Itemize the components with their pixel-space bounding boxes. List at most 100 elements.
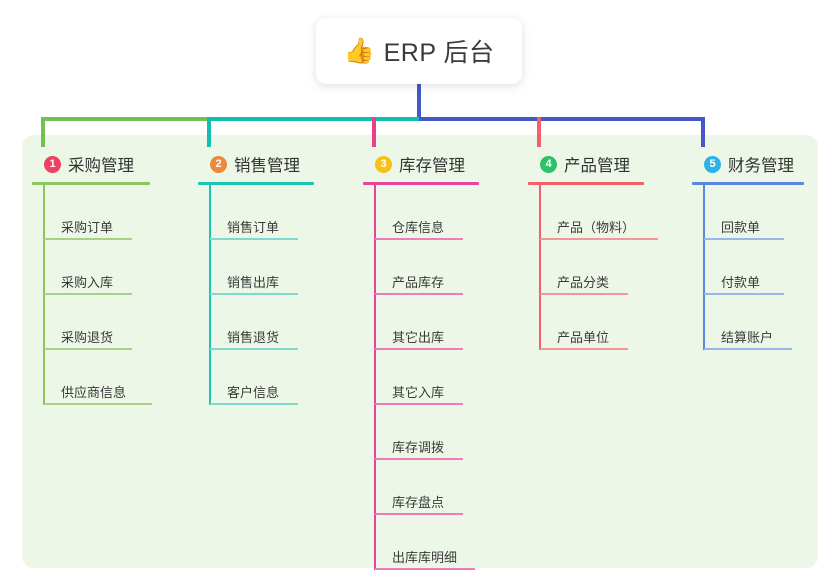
leaf-item[interactable]: 其它出库: [375, 295, 518, 350]
leaf-rule: [540, 293, 628, 295]
leaf-item[interactable]: 采购订单: [44, 185, 182, 240]
leaf-rule: [210, 238, 298, 240]
column-title-2: 销售管理: [234, 157, 300, 175]
leaf-rule: [375, 348, 463, 350]
column-5: 5 财务管理回款单付款单结算账户: [692, 146, 822, 350]
leaf-rule: [375, 238, 463, 240]
diagram-panel: [22, 135, 818, 568]
leaf-label: 结算账户: [721, 330, 774, 345]
leaf-item[interactable]: 采购退货: [44, 295, 182, 350]
leaf-label: 销售订单: [227, 220, 280, 235]
leaf-rule: [540, 348, 628, 350]
leaf-item[interactable]: 产品单位: [540, 295, 688, 350]
leaf-label: 销售退货: [227, 330, 280, 345]
leaf-rule: [375, 293, 463, 295]
column-badge-4: 4: [540, 155, 557, 173]
leaf-label: 出库库明细: [392, 550, 458, 565]
column-3: 3 库存管理仓库信息产品库存其它出库其它入库库存调拨库存盘点出库库明细: [363, 146, 518, 570]
column-children-3: 仓库信息产品库存其它出库其它入库库存调拨库存盘点出库库明细: [363, 185, 518, 570]
column-rule-2: [198, 182, 314, 185]
leaf-label: 产品单位: [557, 330, 610, 345]
column-badge-5: 5: [704, 155, 721, 173]
leaf-item[interactable]: 库存调拨: [375, 405, 518, 460]
leaf-rule: [540, 238, 658, 240]
leaf-item[interactable]: 供应商信息: [44, 350, 182, 405]
leaf-label: 销售出库: [227, 275, 280, 290]
leaf-label: 产品（物料）: [557, 220, 636, 235]
leaf-rule: [210, 348, 298, 350]
leaf-item[interactable]: 其它入库: [375, 350, 518, 405]
leaf-label: 采购退货: [61, 330, 114, 345]
column-badge-2: 2: [210, 155, 227, 173]
leaf-rule: [210, 403, 298, 405]
column-spine-2: [209, 185, 211, 405]
leaf-rule: [375, 513, 463, 515]
column-children-4: 产品（物料） 产品分类产品单位: [528, 185, 688, 350]
column-badge-1: 1: [44, 155, 61, 173]
leaf-label: 供应商信息: [61, 385, 127, 400]
leaf-label: 其它出库: [392, 330, 445, 345]
column-header-4[interactable]: 4 产品管理: [528, 146, 688, 182]
leaf-item[interactable]: 销售订单: [210, 185, 348, 240]
leaf-label: 付款单: [721, 275, 761, 290]
leaf-rule: [44, 238, 132, 240]
column-badge-3: 3: [375, 155, 392, 173]
leaf-label: 采购订单: [61, 220, 114, 235]
column-rule-5: [692, 182, 804, 185]
column-rule-1: [32, 182, 150, 185]
column-header-1[interactable]: 1 采购管理: [32, 146, 182, 182]
root-node-card[interactable]: 👍 ERP 后台: [316, 18, 522, 84]
leaf-rule: [704, 238, 784, 240]
leaf-label: 其它入库: [392, 385, 445, 400]
column-children-5: 回款单付款单结算账户: [692, 185, 822, 350]
column-children-1: 采购订单采购入库采购退货供应商信息: [32, 185, 182, 405]
leaf-label: 仓库信息: [392, 220, 445, 235]
column-children-2: 销售订单销售出库销售退货客户信息: [198, 185, 348, 405]
column-title-3: 库存管理: [399, 157, 465, 175]
column-1: 1 采购管理采购订单采购入库采购退货供应商信息: [32, 146, 182, 405]
column-header-2[interactable]: 2 销售管理: [198, 146, 348, 182]
leaf-item[interactable]: 产品分类: [540, 240, 688, 295]
column-rule-3: [363, 182, 479, 185]
leaf-label: 库存盘点: [392, 495, 445, 510]
column-spine-4: [539, 185, 541, 350]
leaf-item[interactable]: 客户信息: [210, 350, 348, 405]
thumbs-up-icon: 👍: [343, 36, 375, 65]
column-header-3[interactable]: 3 库存管理: [363, 146, 518, 182]
leaf-item[interactable]: 产品库存: [375, 240, 518, 295]
column-2: 2 销售管理销售订单销售出库销售退货客户信息: [198, 146, 348, 405]
leaf-item[interactable]: 结算账户: [704, 295, 822, 350]
leaf-label: 库存调拨: [392, 440, 445, 455]
leaf-item[interactable]: 库存盘点: [375, 460, 518, 515]
column-spine-3: [374, 185, 376, 570]
leaf-rule: [375, 568, 475, 570]
column-4: 4 产品管理产品（物料） 产品分类产品单位: [528, 146, 688, 350]
leaf-rule: [704, 348, 792, 350]
column-rule-4: [528, 182, 644, 185]
column-title-1: 采购管理: [68, 157, 134, 175]
column-title-5: 财务管理: [728, 157, 794, 175]
leaf-label: 产品分类: [557, 275, 610, 290]
leaf-rule: [44, 403, 152, 405]
leaf-label: 客户信息: [227, 385, 280, 400]
leaf-item[interactable]: 销售退货: [210, 295, 348, 350]
column-title-4: 产品管理: [564, 157, 630, 175]
column-spine-5: [703, 185, 705, 350]
leaf-label: 回款单: [721, 220, 761, 235]
leaf-rule: [44, 348, 132, 350]
leaf-item[interactable]: 销售出库: [210, 240, 348, 295]
leaf-item[interactable]: 付款单: [704, 240, 822, 295]
leaf-label: 产品库存: [392, 275, 445, 290]
leaf-item[interactable]: 出库库明细: [375, 515, 518, 570]
leaf-rule: [375, 403, 463, 405]
column-header-5[interactable]: 5 财务管理: [692, 146, 822, 182]
leaf-item[interactable]: 回款单: [704, 185, 822, 240]
leaf-item[interactable]: 产品（物料）: [540, 185, 688, 240]
leaf-rule: [44, 293, 132, 295]
leaf-rule: [210, 293, 298, 295]
root-node-title: ERP 后台: [383, 39, 495, 67]
leaf-label: 采购入库: [61, 275, 114, 290]
leaf-item[interactable]: 采购入库: [44, 240, 182, 295]
leaf-rule: [375, 458, 463, 460]
leaf-item[interactable]: 仓库信息: [375, 185, 518, 240]
